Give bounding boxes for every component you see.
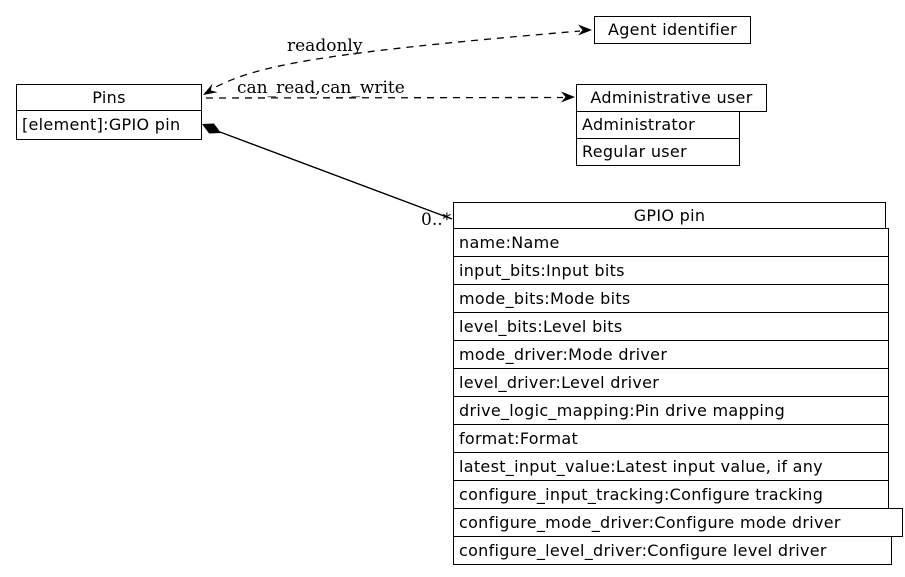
readonly-edge-label: readonly	[287, 36, 363, 56]
composition-edge-line	[219, 131, 453, 220]
gpio-pin-row-drive-logic-mapping: drive_logic_mapping:Pin drive mapping	[453, 396, 889, 425]
gpio-pin-row-level-bits: level_bits:Level bits	[453, 312, 889, 341]
gpio-pin-row-level-driver: level_driver:Level driver	[453, 368, 889, 397]
pins-attribute-row: [element]:GPIO pin	[16, 110, 202, 140]
administrative-user-row-administrator: Administrator	[576, 111, 740, 139]
composition-diamond-icon	[202, 123, 221, 134]
administrative-user-node: Administrative user Administrator Regula…	[576, 84, 767, 166]
multiplicity-label: 0..*	[421, 210, 452, 230]
readonly-edge-line	[204, 30, 581, 94]
gpio-pin-row-configure-input-tracking: configure_input_tracking:Configure track…	[453, 480, 889, 509]
gpio-pin-row-format: format:Format	[453, 424, 889, 453]
gpio-pin-title: GPIO pin	[453, 202, 886, 229]
gpio-pin-row-latest-input-value: latest_input_value:Latest input value, i…	[453, 452, 889, 481]
can-read-write-edge-label: can_read,can_write	[237, 78, 405, 98]
pins-title: Pins	[16, 84, 202, 111]
administrative-user-title: Administrative user	[576, 84, 767, 112]
gpio-pin-row-mode-driver: mode_driver:Mode driver	[453, 340, 889, 369]
arrowhead-into-administrative-user-icon	[561, 91, 575, 103]
gpio-pin-row-mode-bits: mode_bits:Mode bits	[453, 284, 889, 313]
gpio-pin-row-name: name:Name	[453, 228, 889, 257]
administrative-user-row-regular-user: Regular user	[576, 138, 740, 166]
arrowhead-into-agent-identifier-icon	[578, 24, 592, 36]
gpio-pin-row-configure-mode-driver: configure_mode_driver:Configure mode dri…	[453, 508, 903, 537]
gpio-pin-node: GPIO pin name:Name input_bits:Input bits…	[453, 202, 903, 565]
gpio-pin-row-configure-level-driver: configure_level_driver:Configure level d…	[453, 536, 892, 565]
pins-node: Pins [element]:GPIO pin	[16, 84, 202, 140]
gpio-pin-row-input-bits: input_bits:Input bits	[453, 256, 889, 285]
agent-identifier-title: Agent identifier	[594, 16, 751, 44]
arrowhead-into-pins-icon	[203, 83, 218, 95]
agent-identifier-node: Agent identifier	[594, 16, 751, 44]
